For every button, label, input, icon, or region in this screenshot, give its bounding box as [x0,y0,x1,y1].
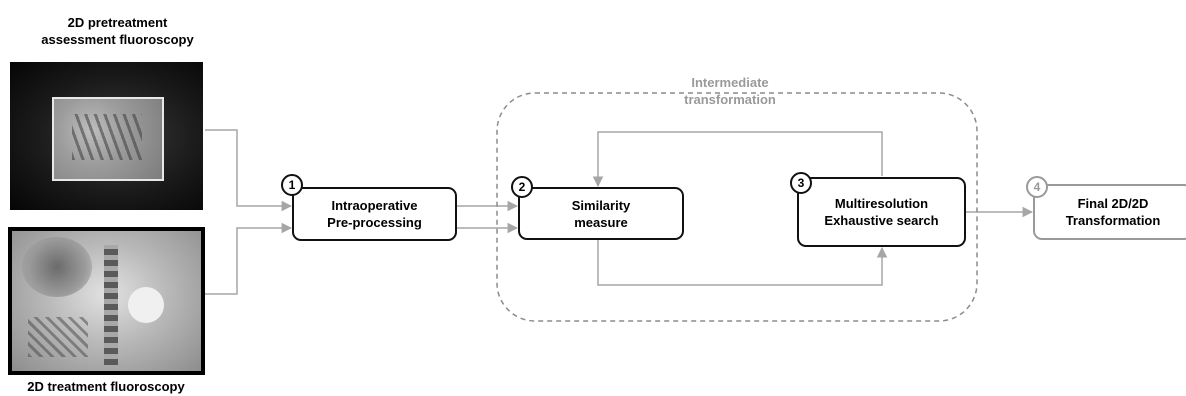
exhaustive-search-box: Multiresolution Exhaustive search [797,177,966,247]
exhaustive-search-label: Multiresolution Exhaustive search [824,196,939,228]
pretreatment-fluoroscopy-image [10,62,203,210]
similarity-measure-box: Similarity measure [518,187,684,240]
final-transformation-label: Final 2D/2D Transformation [1065,196,1161,228]
pretreatment-connector [205,129,293,212]
step-4-badge: 4 [1026,176,1048,198]
similarity-measure-label: Similarity measure [571,197,631,230]
intermediate-transformation-label: Intermediate transformation [684,75,776,107]
treatment-fluoroscopy-image [8,227,205,375]
pretreatment-fluoroscopy-label: 2D pretreatment assessment fluoroscopy [41,15,194,47]
intermediate-loop-region [496,92,978,322]
treatment-connector [205,222,293,295]
step-2-badge: 2 [511,176,533,198]
final-transformation-box: Final 2D/2D Transformation [1033,184,1186,240]
similarity-to-search-connector [597,239,888,286]
preprocessing-box: Intraoperative Pre-processing [292,187,457,241]
step-3-badge: 3 [790,172,812,194]
treatment-fluoroscopy-label: 2D treatment fluoroscopy [27,379,185,394]
preprocessing-label: Intraoperative Pre-processing [327,198,422,230]
search-to-similarity-connector [592,131,883,188]
step-1-badge: 1 [281,174,303,196]
